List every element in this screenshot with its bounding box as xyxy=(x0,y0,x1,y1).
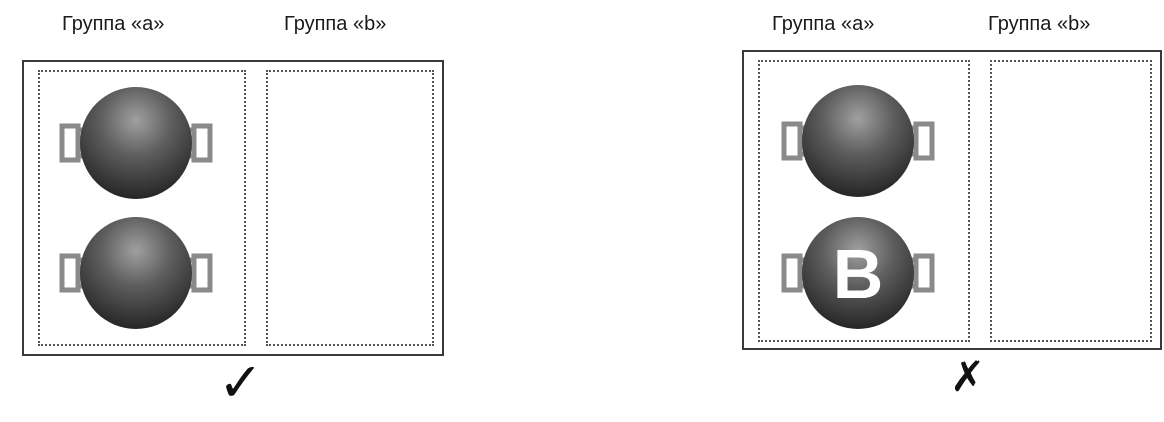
checkmark-icon: ✓ xyxy=(218,351,264,414)
group-a-label: Группа «а» xyxy=(62,13,165,35)
group-b-zone xyxy=(990,60,1152,342)
pot-icon-with-letter: B xyxy=(778,208,938,338)
group-b-label: Группа «b» xyxy=(284,13,387,35)
group-a-zone: B xyxy=(758,60,970,342)
cross-icon: ✗ xyxy=(950,352,986,401)
group-a-zone xyxy=(38,70,246,346)
pot-icon xyxy=(56,78,216,208)
hob-frame: B xyxy=(742,50,1162,350)
group-b-label: Группа «b» xyxy=(988,13,1091,35)
pot-icon xyxy=(56,208,216,338)
group-b-zone xyxy=(266,70,434,346)
burner-letter: B xyxy=(833,235,884,313)
hob-frame xyxy=(22,60,444,356)
pot-icon xyxy=(778,76,938,206)
group-a-label: Группа «а» xyxy=(772,13,875,35)
